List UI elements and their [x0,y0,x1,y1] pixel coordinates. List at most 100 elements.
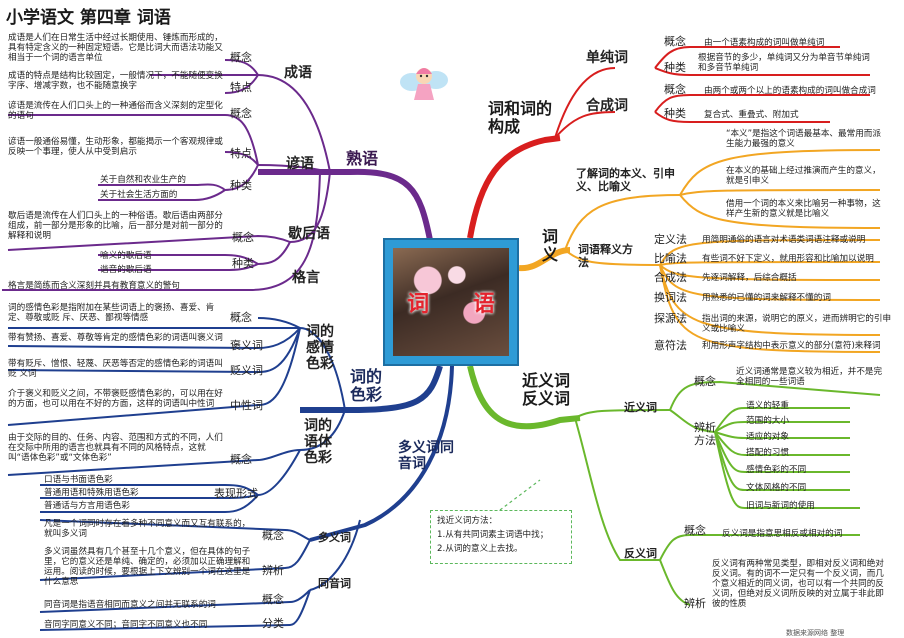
label-gq-concept: 概念 [230,311,252,324]
text-geyan: 格言是简练而含义深刻并具有教育意义的警句 [8,281,180,291]
text-form2: 普通用语和特殊用语色彩 [44,488,139,498]
text-dc-concept: 由一个语素构成的词叫做单纯词 [704,38,825,48]
label-xh-kind: 种类 [232,257,254,270]
node-yanyu: 谚语 [286,156,314,172]
label-ty-kind: 分类 [262,617,284,630]
node-fanyi: 反义词 [624,547,657,560]
text-benyi: “本义”是指这个词语最基本、最常用而派生能力最强的意义 [726,129,881,149]
tip-box: 找近义词方法： 1.从有共同词素主词语中找； 2.从词的意义上去找。 [430,510,572,564]
text-yy-feature: 谚语一般通俗易懂，生动形象，都能揭示一个客观规律或反映一个事理，使人从中受到启示 [8,137,223,157]
text-biyu: 借用一个词的本义来比喻另一种事物，这样产生新的意义就是比喻义 [726,199,881,219]
label-yy-concept: 概念 [230,107,252,120]
synonym-method-item: 适应的对象 [746,432,789,442]
text-yt-concept: 由于交际的目的、任务、内容、范围和方式的不同，人们在交际中所用的语言也就具有不同… [8,433,223,463]
method-name: 换词法 [654,291,687,304]
label-dc-concept: 概念 [664,35,686,48]
text-xh-kind1: 喻义的歇后语 [100,251,152,261]
branch-jinfan: 近义词反义词 [522,371,571,409]
method-desc: 先逐词解释，后综合概括 [702,273,797,283]
branch-goucheng: 词和词的构成 [488,99,553,137]
tip-title: 找近义词方法： [437,516,498,526]
label-biaoxian: 表现形式 [214,487,258,500]
page-title: 小学语文 第四章 词语 [6,8,171,28]
node-jinyi: 近义词 [624,401,657,414]
branch-shuyu: 熟语 [346,149,379,168]
text-hc-kind: 复合式、重叠式、附加式 [704,110,799,120]
text-dy-concept: 凡是一个词同时存在着多种不同意义而又互有联系的，就叫多义词 [44,519,251,539]
label-fy-concept: 概念 [684,524,706,537]
text-yy-kind2: 关于社会生活方面的 [100,190,178,200]
method-name: 定义法 [654,233,687,246]
node-duoyici: 多义词 [318,531,351,544]
label-cy-feature: 特点 [230,81,252,94]
text-dc-kind: 根据音节的多少，单纯词又分为单音节单纯词和多音节单纯词 [698,53,870,73]
text-gq-concept: 词的感情色彩是指附加在某些词语上的褒扬、喜爱、肯定、尊敬或贬 斥、厌恶、鄙视等情… [8,303,215,323]
label-yy-feature: 特点 [230,147,252,160]
method-name: 意符法 [654,339,687,352]
central-title: 词 语 [407,292,513,317]
text-bianyi: 带有贬斥、憎恨、轻蔑、厌恶等否定的感情色彩的词语叫贬 义词 [8,359,223,379]
label-bianyi: 贬义词 [230,364,263,377]
node-xiehouyu: 歇后语 [288,226,330,242]
text-hc-concept: 由两个或两个以上的语素构成的词叫做合成词 [704,86,876,96]
label-dy-concept: 概念 [262,529,284,542]
label-hc-concept: 概念 [664,83,686,96]
text-form3: 普通话与方言用语色彩 [44,501,130,511]
label-hc-kind: 种类 [664,107,686,120]
text-baoyi: 带有赞扬、喜爱、尊敬等肯定的感情色彩的词语叫褒义词 [8,333,223,343]
synonym-method-item: 感情色彩的不同 [746,465,807,475]
method-desc: 用熟悉的已懂的词来解释不懂的词 [702,293,831,303]
method-desc: 有些词不好下定义，就用形容和比喻加以说明 [702,254,874,264]
label-yt-concept: 概念 [230,453,252,466]
synonym-method-item: 语义的轻重 [746,401,789,411]
node-hecheng: 合成词 [586,98,628,114]
text-cy-feature: 成语的特点是结构比较固定，一般情况下，不能随便变换字序、增减字数，也不能随意换字 [8,71,223,91]
text-dy-analysis: 多义词虽然具有几个甚至十几个意义，但在具体的句子里，它的意义还是单纯、确定的，必… [44,547,251,587]
synonym-method-item: 范围的大小 [746,416,789,426]
node-geyan: 格言 [292,270,320,286]
label-baoyi: 褒义词 [230,339,263,352]
text-yy-concept: 谚语是流传在人们口头上的一种通俗而含义深刻的定型化的语句 [8,101,223,121]
text-ty-concept: 同音词是指语音相同而意义之间并无联系的词 [44,600,216,610]
node-danchun: 单纯词 [586,50,628,66]
label-yy-kind: 种类 [230,179,252,192]
text-form1: 口语与书面语色彩 [44,475,113,485]
label-jy-methods: 辨析方法 [694,421,716,447]
method-name: 合成法 [654,271,687,284]
text-zhongxing: 介于褒义和贬义之间，不带褒贬感情色彩的，可以用在好的方面，也可以用在不好的方面，… [8,389,223,409]
tip-line1: 1.从有共同词素主词语中找； [437,530,549,540]
label-zhongxing: 中性词 [230,399,263,412]
method-desc: 用简明通俗的语言对术语类词语注释或说明 [702,235,866,245]
method-name: 比喻法 [654,252,687,265]
node-chengyu: 成语 [284,65,312,81]
text-xh-concept: 歇后语是流传在人们口头上的一种俗语。歇后语由两部分组成，前一部分是形象的比喻，后… [8,211,223,241]
text-fy-analysis: 反义词有两种常见类型，即相对反义词和绝对反义词。有的词不一定只有一个反义词，而几… [712,559,884,609]
synonym-method-item: 旧词与新词的使用 [746,501,815,511]
blossom-picture [393,248,509,356]
central-node: 词 语 [383,238,519,366]
tip-line2: 2.从词的意义上去找。 [437,544,523,554]
footer-note: 数据来源网络 整理 [786,629,845,637]
synonym-method-item: 搭配的习惯 [746,448,789,458]
branch-ciyi: 词义 [542,227,559,265]
method-name: 探源法 [654,312,687,325]
text-cy-concept: 成语是人们在日常生活中经过长期使用、锤炼而形成的，具有特定含义的一种固定短语。它… [8,33,223,63]
text-yy-kind1: 关于自然和农业生产的 [100,175,186,185]
node-yuti: 词的语体色彩 [304,418,332,467]
label-dy-analysis: 辨析 [262,564,284,577]
synonym-method-item: 文体风格的不同 [746,483,807,493]
label-jy-concept: 概念 [694,375,716,388]
branch-secai: 词的色彩 [350,367,383,405]
label-xh-concept: 概念 [232,231,254,244]
node-tongyin: 同音词 [318,577,351,590]
text-ty-kind: 音同字同意义不同；音同字不同意义也不同 [44,620,208,630]
node-ganqing: 词的感情色彩 [306,324,334,373]
text-xh-kind2: 谐音的歇后语 [100,265,152,275]
label-cy-concept: 概念 [230,51,252,64]
branch-duoyi: 多义词同音词 [398,440,454,473]
text-jy-concept: 近义词通常是意义较为相近，并不是完全相同的一些词语 [736,367,883,387]
text-fy-concept: 反义词是指意思相反或相对的词 [722,529,843,539]
fairy-illustration [398,60,448,108]
label-fy-analysis: 辨析 [684,597,706,610]
